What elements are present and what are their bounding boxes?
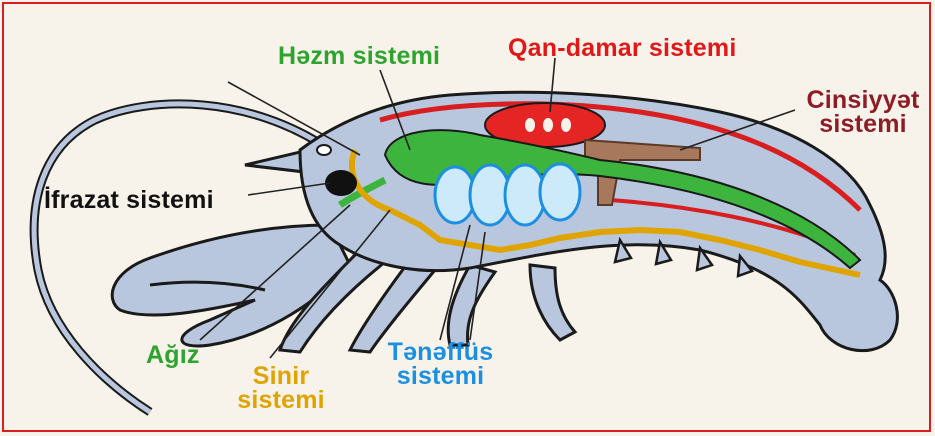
label-respiratory-line1: Tənəffüs <box>373 340 508 364</box>
label-reproductive-line1: Cinsiyyət <box>798 88 928 112</box>
label-mouth: Ağız <box>146 343 200 367</box>
label-respiratory-line2: sistemi <box>373 364 508 388</box>
label-nervous-line1: Sinir <box>226 364 336 388</box>
label-nervous-system: Sinir sistemi <box>226 364 336 412</box>
label-reproductive-line2: sistemi <box>798 112 928 136</box>
label-respiratory-system: Tənəffüs sistemi <box>373 340 508 388</box>
label-excretory-system: İfrazat sistemi <box>44 188 214 212</box>
label-circulatory-system: Qan-damar sistemi <box>508 36 737 60</box>
label-reproductive-system: Cinsiyyət sistemi <box>798 88 928 136</box>
label-nervous-line2: sistemi <box>226 388 336 412</box>
label-digestive-system: Həzm sistemi <box>278 44 440 68</box>
